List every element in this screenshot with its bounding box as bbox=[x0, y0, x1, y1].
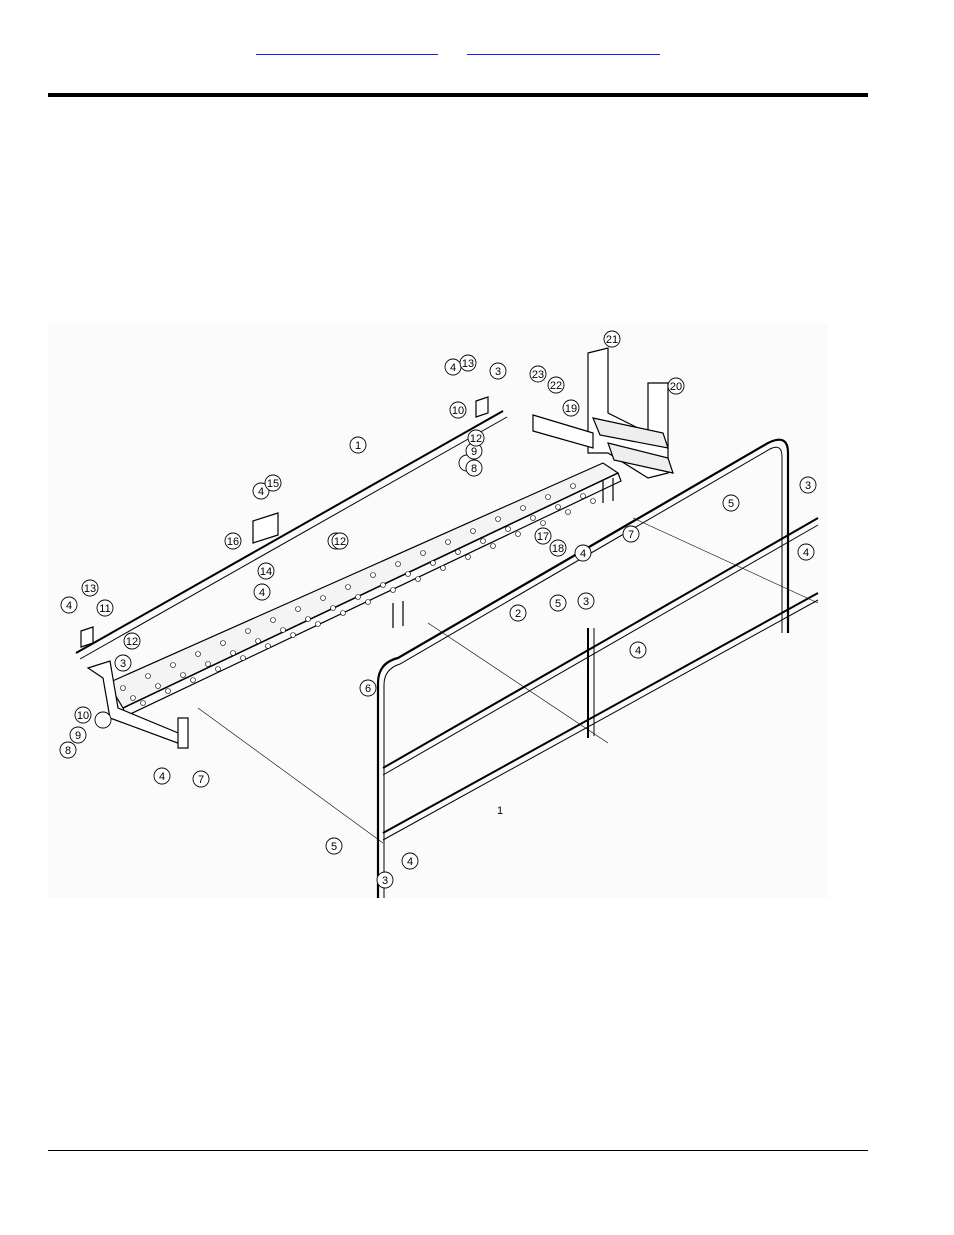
svg-text:14: 14 bbox=[260, 566, 272, 578]
svg-text:2: 2 bbox=[515, 608, 521, 620]
svg-text:11: 11 bbox=[99, 603, 110, 615]
svg-text:3: 3 bbox=[805, 480, 811, 492]
svg-text:4: 4 bbox=[407, 856, 413, 868]
svg-text:23: 23 bbox=[532, 369, 544, 381]
svg-text:12: 12 bbox=[334, 536, 346, 548]
svg-text:7: 7 bbox=[628, 529, 634, 541]
svg-text:3: 3 bbox=[495, 366, 501, 378]
svg-text:10: 10 bbox=[452, 405, 464, 417]
svg-text:21: 21 bbox=[606, 334, 618, 346]
svg-text:4: 4 bbox=[259, 587, 265, 599]
svg-text:20: 20 bbox=[670, 381, 682, 393]
footer-rule bbox=[48, 1150, 868, 1151]
svg-text:16: 16 bbox=[227, 536, 239, 548]
svg-text:18: 18 bbox=[552, 543, 564, 555]
svg-text:5: 5 bbox=[728, 498, 734, 510]
svg-text:4: 4 bbox=[635, 645, 641, 657]
nav-link-left[interactable] bbox=[256, 38, 438, 55]
svg-text:8: 8 bbox=[471, 463, 477, 475]
svg-text:1: 1 bbox=[355, 440, 361, 452]
svg-text:10: 10 bbox=[77, 710, 89, 722]
svg-text:13: 13 bbox=[462, 358, 474, 370]
nav-link-right[interactable] bbox=[467, 38, 660, 55]
svg-text:17: 17 bbox=[537, 531, 549, 543]
header-rule bbox=[48, 93, 868, 97]
svg-text:22: 22 bbox=[550, 380, 562, 392]
svg-text:4: 4 bbox=[803, 547, 809, 559]
svg-text:12: 12 bbox=[126, 636, 138, 648]
svg-text:4: 4 bbox=[258, 486, 264, 498]
svg-text:5: 5 bbox=[331, 841, 337, 853]
svg-text:3: 3 bbox=[583, 596, 589, 608]
svg-text:3: 3 bbox=[120, 658, 126, 670]
svg-text:6: 6 bbox=[365, 683, 371, 695]
svg-text:4: 4 bbox=[66, 600, 72, 612]
svg-text:19: 19 bbox=[565, 403, 577, 415]
svg-text:4: 4 bbox=[580, 548, 586, 560]
svg-text:9: 9 bbox=[75, 730, 81, 742]
svg-text:15: 15 bbox=[267, 478, 279, 490]
svg-text:13: 13 bbox=[84, 583, 96, 595]
svg-text:12: 12 bbox=[470, 433, 482, 445]
svg-text:4: 4 bbox=[450, 362, 456, 374]
svg-text:1: 1 bbox=[497, 805, 503, 817]
svg-text:5: 5 bbox=[555, 598, 561, 610]
svg-text:9: 9 bbox=[471, 446, 477, 458]
svg-text:3: 3 bbox=[382, 875, 388, 887]
svg-text:7: 7 bbox=[198, 774, 204, 786]
svg-text:4: 4 bbox=[159, 771, 165, 783]
svg-text:8: 8 bbox=[65, 745, 71, 757]
